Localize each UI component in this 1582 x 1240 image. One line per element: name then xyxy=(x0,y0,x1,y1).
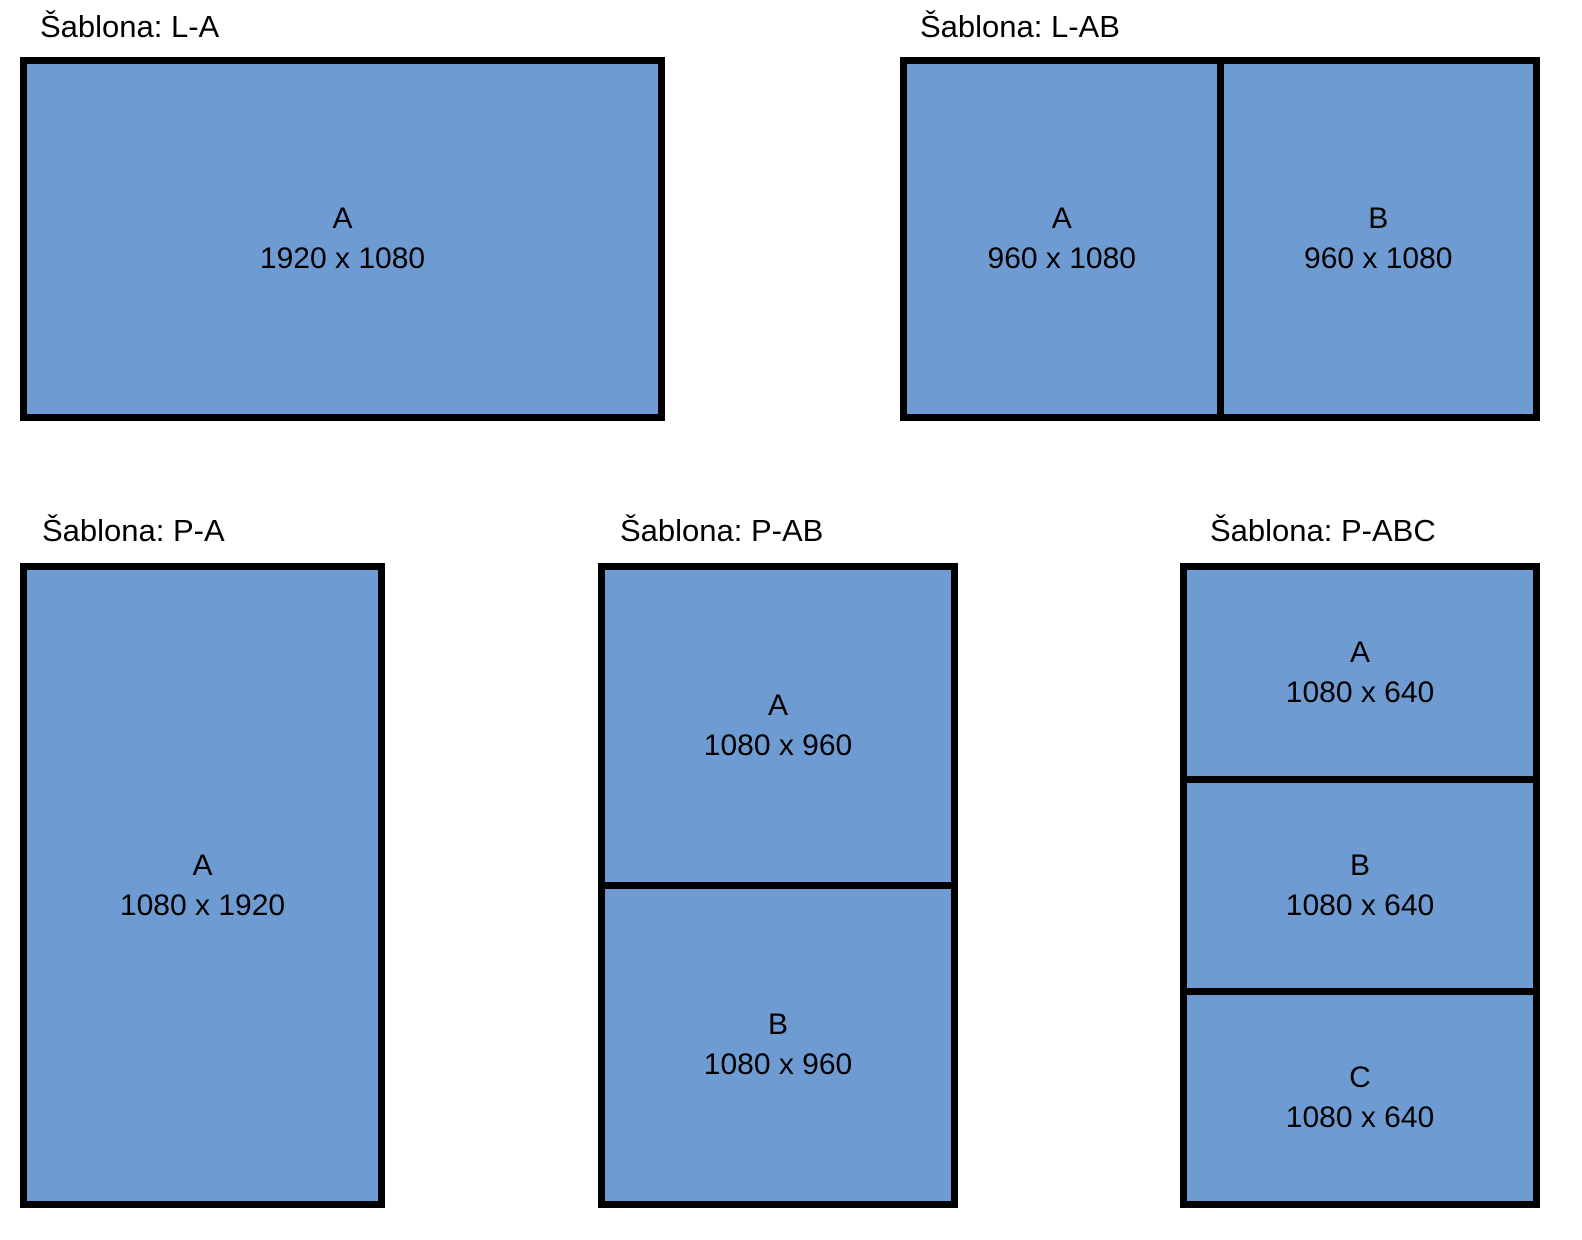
region-size: 1080 x 960 xyxy=(703,729,853,762)
region-label: B xyxy=(1349,848,1370,882)
region-size: 960 x 1080 xyxy=(1304,242,1453,275)
template-region-a: A 1920 x 1080 xyxy=(27,64,658,414)
template-region-a: A 1080 x 960 xyxy=(605,570,951,882)
region-label: A xyxy=(192,848,213,882)
template-frame-l-ab: A 960 x 1080 B 960 x 1080 xyxy=(900,57,1540,421)
template-frame-l-a: A 1920 x 1080 xyxy=(20,57,665,421)
template-frame-p-ab: A 1080 x 960 B 1080 x 960 xyxy=(598,563,958,1208)
template-region-a: A 960 x 1080 xyxy=(907,64,1217,414)
region-size: 960 x 1080 xyxy=(987,242,1136,275)
template-region-b: B 1080 x 960 xyxy=(605,889,951,1201)
template-region-c: C 1080 x 640 xyxy=(1187,995,1533,1202)
template-frame-p-a: A 1080 x 1920 xyxy=(20,563,385,1208)
region-label: A xyxy=(767,689,788,723)
region-label: A xyxy=(1051,202,1072,236)
template-frame-p-abc: A 1080 x 640 B 1080 x 640 C 1080 x 640 xyxy=(1180,563,1540,1208)
template-region-a: A 1080 x 1920 xyxy=(27,570,378,1201)
region-size: 1080 x 1920 xyxy=(119,888,286,922)
template-title-p-abc: Šablona: P-ABC xyxy=(1210,513,1436,548)
template-region-b: B 960 x 1080 xyxy=(1223,64,1533,414)
region-label: C xyxy=(1349,1061,1371,1095)
template-region-b: B 1080 x 640 xyxy=(1187,782,1533,989)
region-label: B xyxy=(767,1008,788,1042)
region-size: 1080 x 960 xyxy=(703,1048,853,1081)
region-label: A xyxy=(332,202,353,236)
template-title-l-ab: Šablona: L-AB xyxy=(920,9,1120,44)
region-label: B xyxy=(1368,202,1389,236)
template-region-a: A 1080 x 640 xyxy=(1187,570,1533,776)
region-label: A xyxy=(1349,635,1370,669)
template-title-p-ab: Šablona: P-AB xyxy=(620,513,824,548)
region-size: 1080 x 640 xyxy=(1285,888,1435,922)
region-size: 1080 x 640 xyxy=(1285,675,1435,709)
region-size: 1080 x 640 xyxy=(1285,1101,1435,1135)
region-size: 1920 x 1080 xyxy=(259,242,426,275)
template-title-l-a: Šablona: L-A xyxy=(40,9,220,44)
template-title-p-a: Šablona: P-A xyxy=(42,513,225,548)
